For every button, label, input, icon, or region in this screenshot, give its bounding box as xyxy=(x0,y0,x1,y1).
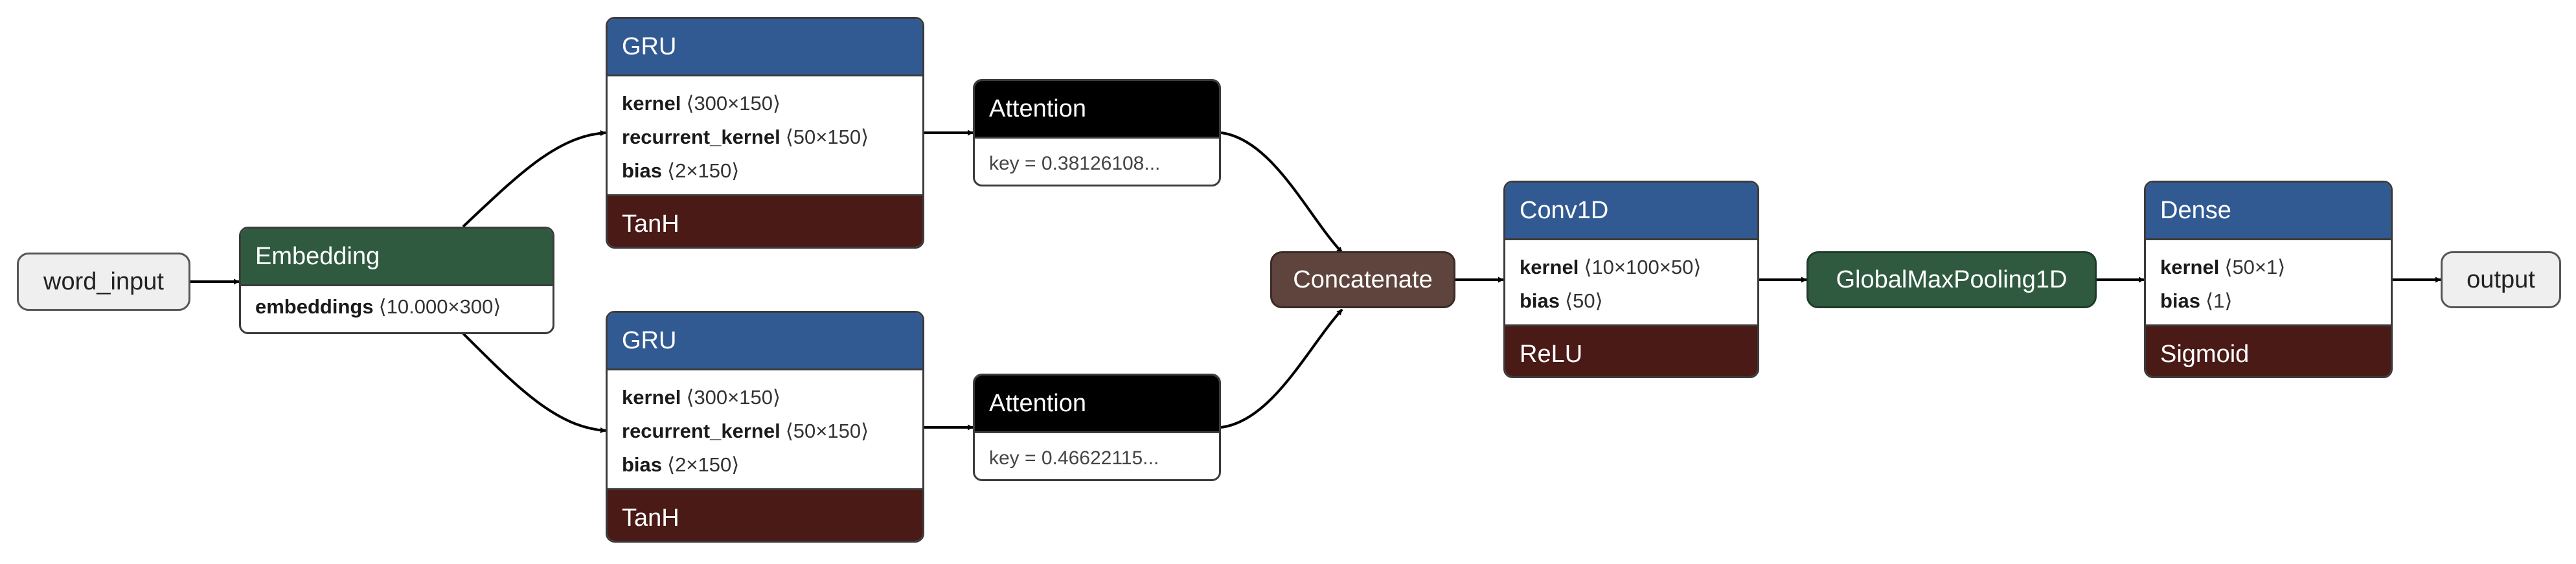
edge-embedding-gru-top xyxy=(462,130,606,228)
node-concatenate-label: Concatenate xyxy=(1293,265,1433,293)
node-conv1d-attrs: kernel⟨10×100×50⟩ bias⟨50⟩ xyxy=(1505,238,1757,324)
edge-attention-bottom-concatenate xyxy=(1220,308,1343,429)
attr-name: bias xyxy=(622,453,663,476)
attr-shape: ⟨50×150⟩ xyxy=(785,420,869,442)
node-attention-top-title: Attention xyxy=(975,81,1219,137)
node-embedding-title: Embedding xyxy=(241,229,553,284)
attr-name: kernel xyxy=(622,92,681,115)
node-conv1d-activation: ReLU xyxy=(1505,324,1757,376)
node-attention-bottom-key: key = 0.46622115... xyxy=(975,431,1219,479)
node-globalmaxpooling-label: GlobalMaxPooling1D xyxy=(1836,265,2068,293)
attr-row: kernel⟨300×150⟩ xyxy=(622,381,922,414)
node-concatenate[interactable]: Concatenate xyxy=(1270,251,1455,308)
node-gru-bottom-attrs: kernel⟨300×150⟩ recurrent_kernel⟨50×150⟩… xyxy=(608,368,922,488)
node-word-input[interactable]: word_input xyxy=(17,253,190,311)
node-attention-top-key: key = 0.38126108... xyxy=(975,137,1219,185)
attr-name: bias xyxy=(1520,289,1560,312)
node-embedding[interactable]: Embedding embeddings⟨10.000×300⟩ xyxy=(239,227,554,334)
node-attention-bottom-title: Attention xyxy=(975,376,1219,431)
attr-shape: ⟨10×100×50⟩ xyxy=(1584,256,1702,278)
attr-shape: ⟨50×150⟩ xyxy=(785,126,869,148)
attr-shape: ⟨50⟩ xyxy=(1565,289,1603,312)
edge-embedding-gru-bottom xyxy=(462,332,606,433)
node-dense-title: Dense xyxy=(2146,183,2391,238)
node-gru-top-attrs: kernel⟨300×150⟩ recurrent_kernel⟨50×150⟩… xyxy=(608,74,922,194)
node-globalmaxpooling[interactable]: GlobalMaxPooling1D xyxy=(1807,251,2097,308)
attr-row: kernel⟨300×150⟩ xyxy=(622,87,922,120)
attr-row: bias⟨1⟩ xyxy=(2160,284,2391,318)
attr-name: recurrent_kernel xyxy=(622,420,781,442)
attr-row: bias⟨2×150⟩ xyxy=(622,448,922,482)
attr-shape: ⟨50×1⟩ xyxy=(2224,256,2286,278)
node-gru-top-activation: TanH xyxy=(608,194,922,247)
edge-attention-top-concatenate xyxy=(1220,131,1343,254)
attr-name: kernel xyxy=(2160,256,2220,278)
attr-shape: ⟨300×150⟩ xyxy=(686,386,781,409)
attr-row: recurrent_kernel⟨50×150⟩ xyxy=(622,120,922,154)
node-word-input-label: word_input xyxy=(43,267,164,295)
node-dense-attrs: kernel⟨50×1⟩ bias⟨1⟩ xyxy=(2146,238,2391,324)
attr-name: recurrent_kernel xyxy=(622,126,781,148)
node-gru-bottom-activation: TanH xyxy=(608,488,922,541)
attr-name: bias xyxy=(2160,289,2201,312)
attr-shape: ⟨10.000×300⟩ xyxy=(378,295,501,318)
node-conv1d-title: Conv1D xyxy=(1505,183,1757,238)
attr-shape: ⟨2×150⟩ xyxy=(667,159,740,182)
attr-name: kernel xyxy=(1520,256,1579,278)
node-output-label: output xyxy=(2467,265,2535,293)
node-gru-top-title: GRU xyxy=(608,19,922,74)
attr-row: bias⟨50⟩ xyxy=(1520,284,1757,318)
attr-row: recurrent_kernel⟨50×150⟩ xyxy=(622,414,922,448)
attr-row: kernel⟨50×1⟩ xyxy=(2160,251,2391,284)
node-gru-top[interactable]: GRU kernel⟨300×150⟩ recurrent_kernel⟨50×… xyxy=(606,17,924,249)
attr-name: kernel xyxy=(622,386,681,409)
attr-row: bias⟨2×150⟩ xyxy=(622,154,922,188)
attr-row: kernel⟨10×100×50⟩ xyxy=(1520,251,1757,284)
node-output[interactable]: output xyxy=(2441,251,2561,308)
attr-shape: ⟨1⟩ xyxy=(2206,289,2233,312)
node-gru-bottom-title: GRU xyxy=(608,313,922,368)
node-attention-bottom[interactable]: Attention key = 0.46622115... xyxy=(973,374,1221,481)
node-gru-bottom[interactable]: GRU kernel⟨300×150⟩ recurrent_kernel⟨50×… xyxy=(606,311,924,543)
attr-shape: ⟨2×150⟩ xyxy=(667,453,740,476)
node-dense[interactable]: Dense kernel⟨50×1⟩ bias⟨1⟩ Sigmoid xyxy=(2144,181,2393,378)
node-embedding-attrs: embeddings⟨10.000×300⟩ xyxy=(241,284,553,330)
attr-shape: ⟨300×150⟩ xyxy=(686,92,781,115)
attr-name: embeddings xyxy=(255,295,374,318)
attr-name: bias xyxy=(622,159,663,182)
node-conv1d[interactable]: Conv1D kernel⟨10×100×50⟩ bias⟨50⟩ ReLU xyxy=(1503,181,1759,378)
attr-row: embeddings⟨10.000×300⟩ xyxy=(255,290,553,324)
node-attention-top[interactable]: Attention key = 0.38126108... xyxy=(973,79,1221,186)
node-dense-activation: Sigmoid xyxy=(2146,324,2391,376)
